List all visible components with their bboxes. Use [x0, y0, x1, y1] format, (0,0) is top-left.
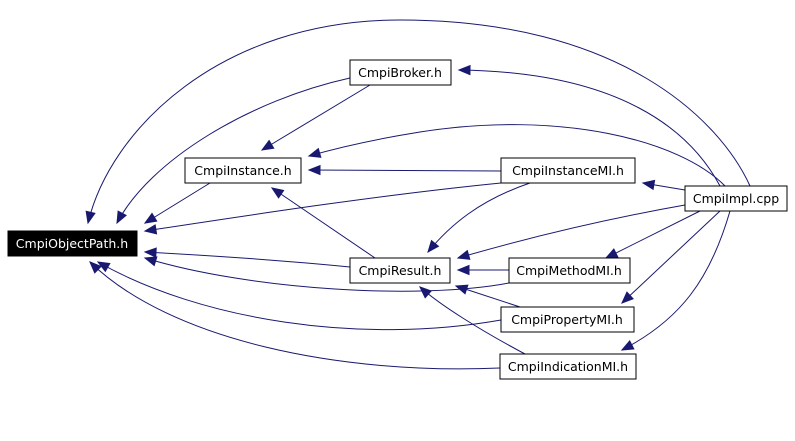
- node-label-cmpi-object-path: CmpiObjectPath.h: [16, 236, 128, 251]
- edge-impl-to-objpath: [85, 19, 751, 225]
- node-label-cmpi-property-mi: CmpiPropertyMI.h: [511, 312, 623, 327]
- edge-impl-to-result: [456, 204, 686, 260]
- edge-arrowhead-result-to-instance: [270, 187, 285, 199]
- edge-broker-to-instance: [260, 84, 371, 151]
- edge-line-instmi-to-objpath: [144, 182, 502, 232]
- edges-layer: [85, 19, 751, 370]
- edge-arrowhead-propmi-to-objpath: [96, 261, 111, 273]
- edge-arrowhead-instmi-to-result: [427, 239, 440, 254]
- edge-arrowhead-methodmi-to-result: [456, 264, 470, 276]
- node-cmpi-object-path[interactable]: CmpiObjectPath.h: [7, 230, 138, 257]
- edge-methodmi-to-objpath: [143, 256, 510, 292]
- edge-arrowhead-impl-to-methodmi: [604, 248, 619, 259]
- node-label-cmpi-broker: CmpiBroker.h: [358, 65, 442, 80]
- edge-propmi-to-objpath: [96, 261, 502, 331]
- edge-arrowhead-broker-to-instance: [260, 139, 275, 151]
- edge-line-impl-to-instance: [308, 124, 726, 187]
- edge-arrowhead-result-to-objpath: [143, 247, 157, 258]
- node-label-cmpi-instance: CmpiInstance.h: [194, 163, 291, 178]
- edge-line-propmi-to-objpath: [97, 261, 502, 331]
- edge-arrowhead-impl-to-result: [456, 249, 471, 260]
- edge-arrowhead-instmi-to-instance: [307, 164, 321, 176]
- edge-indicmi-to-result: [419, 286, 526, 355]
- edge-line-impl-to-broker: [458, 69, 721, 187]
- edge-arrowhead-instance-to-objpath: [143, 212, 158, 224]
- node-cmpi-instance[interactable]: CmpiInstance.h: [184, 157, 302, 184]
- node-label-cmpi-method-mi: CmpiMethodMI.h: [516, 263, 622, 278]
- node-cmpi-indication-mi[interactable]: CmpiIndicationMI.h: [499, 353, 637, 380]
- edge-arrowhead-methodmi-to-objpath: [143, 256, 158, 267]
- edge-arrowhead-impl-to-propmi: [621, 291, 634, 304]
- node-cmpi-method-mi[interactable]: CmpiMethodMI.h: [508, 257, 631, 284]
- edge-instmi-to-objpath: [143, 182, 502, 235]
- node-cmpi-broker[interactable]: CmpiBroker.h: [349, 59, 452, 86]
- node-label-cmpi-indication-mi: CmpiIndicationMI.h: [508, 359, 628, 374]
- edge-arrowhead-indicmi-to-objpath: [89, 261, 102, 274]
- edge-arrowhead-impl-to-indicmi: [620, 340, 635, 351]
- edge-arrowhead-impl-to-broker: [457, 64, 471, 76]
- node-label-cmpi-impl: CmpiImpl.cpp: [693, 191, 779, 206]
- node-label-cmpi-instance-mi: CmpiInstanceMI.h: [512, 163, 624, 178]
- edge-line-impl-to-propmi: [621, 210, 721, 304]
- edge-line-indicmi-to-objpath: [89, 261, 501, 370]
- edge-result-to-objpath: [143, 247, 351, 268]
- node-cmpi-instance-mi[interactable]: CmpiInstanceMI.h: [500, 157, 636, 184]
- edge-line-instance-to-objpath: [144, 182, 211, 224]
- edge-impl-to-methodmi: [604, 210, 701, 259]
- node-cmpi-impl[interactable]: CmpiImpl.cpp: [684, 185, 788, 212]
- edge-indicmi-to-objpath: [89, 261, 501, 370]
- edge-impl-to-propmi: [621, 210, 721, 304]
- edge-line-broker-to-objpath: [116, 77, 351, 224]
- edge-arrowhead-impl-to-instance: [307, 147, 322, 158]
- edge-impl-to-instance: [307, 124, 726, 187]
- edge-line-instmi-to-instance: [308, 169, 502, 172]
- edge-line-broker-to-instance: [261, 84, 371, 151]
- edge-instance-to-objpath: [143, 182, 211, 224]
- edge-impl-to-indicmi: [620, 210, 731, 351]
- edge-arrowhead-instmi-to-objpath: [143, 224, 158, 235]
- edge-line-result-to-instance: [271, 187, 376, 259]
- node-label-cmpi-result: CmpiResult.h: [359, 263, 442, 278]
- edge-broker-to-objpath: [116, 77, 351, 225]
- edge-line-methodmi-to-objpath: [144, 257, 510, 292]
- edge-instmi-to-result: [427, 182, 531, 254]
- edge-arrowhead-broker-to-objpath: [116, 210, 127, 225]
- edge-arrowhead-indicmi-to-result: [419, 286, 433, 299]
- edge-line-impl-to-result: [457, 204, 686, 259]
- edge-impl-to-broker: [457, 64, 721, 187]
- edge-line-impl-to-objpath: [87, 19, 751, 224]
- edge-line-impl-to-methodmi: [605, 210, 701, 259]
- edge-line-instmi-to-result: [427, 182, 531, 253]
- edge-methodmi-to-result: [456, 264, 509, 276]
- edge-arrowhead-impl-to-objpath: [85, 210, 96, 225]
- edge-line-impl-to-indicmi: [621, 210, 731, 351]
- node-cmpi-result[interactable]: CmpiResult.h: [349, 257, 451, 284]
- edge-line-result-to-objpath: [144, 251, 351, 268]
- edge-result-to-instance: [270, 187, 376, 259]
- edge-impl-to-instmi: [641, 179, 686, 191]
- node-cmpi-property-mi[interactable]: CmpiPropertyMI.h: [500, 306, 635, 333]
- edge-instmi-to-instance: [307, 164, 502, 176]
- edge-arrowhead-impl-to-instmi: [641, 179, 656, 191]
